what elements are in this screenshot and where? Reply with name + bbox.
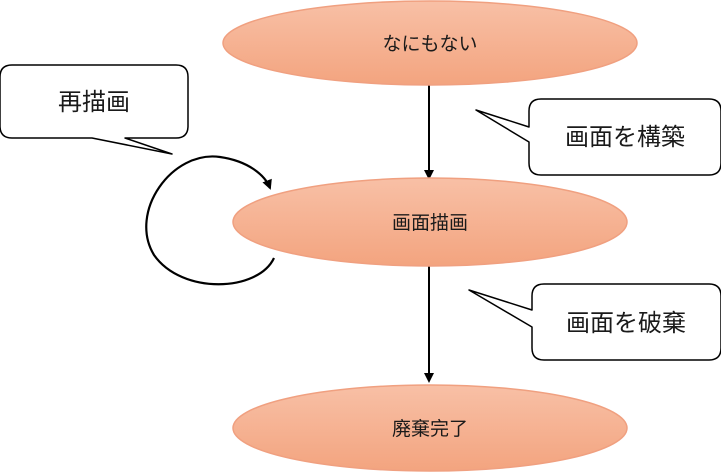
- state-node-destroyed-label: 廃棄完了: [392, 418, 468, 440]
- state-node-initial-label: なにもない: [382, 33, 477, 55]
- callout-redraw: 再描画: [0, 64, 189, 155]
- callout-destroy: 画面を破棄: [468, 283, 721, 361]
- state-node-initial: なにもない: [222, 0, 638, 86]
- callout-destroy-label: 画面を破棄: [566, 309, 686, 337]
- callout-build: 画面を構築: [475, 98, 721, 176]
- edge-redraw-loop: [145, 155, 275, 286]
- callout-redraw-label: 再描画: [58, 88, 130, 116]
- callout-build-label: 画面を構築: [565, 123, 685, 151]
- state-node-drawing: 画面描画: [232, 177, 628, 267]
- state-node-destroyed: 廃棄完了: [232, 384, 628, 472]
- state-node-drawing-label: 画面描画: [392, 212, 468, 234]
